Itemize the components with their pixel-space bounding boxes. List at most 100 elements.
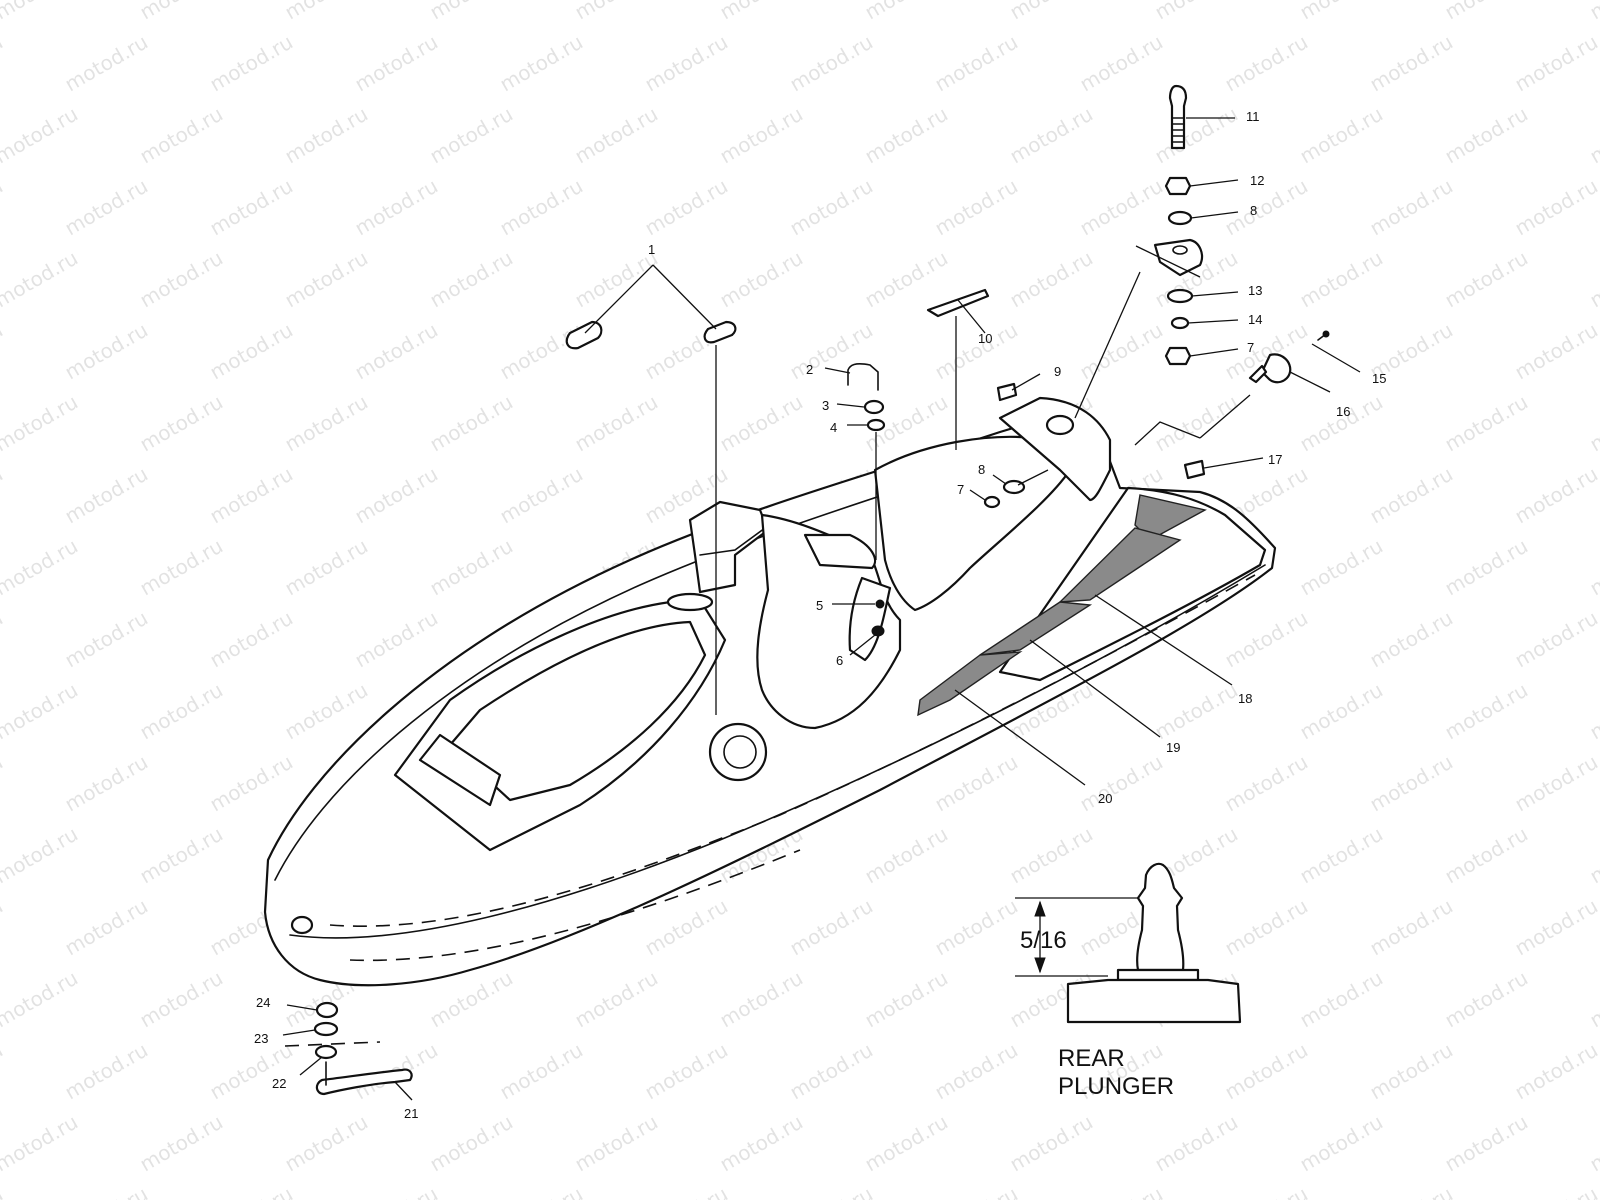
watermark-text: motod.ru xyxy=(716,246,807,313)
washer-8-top xyxy=(1167,210,1193,226)
callout-7-top: 7 xyxy=(1247,340,1254,355)
watermark-text: motod.ru xyxy=(136,678,227,745)
watermark-text: motod.ru xyxy=(641,30,732,97)
watermark-text: motod.ru xyxy=(496,174,587,241)
watermark-text: motod.ru xyxy=(1366,174,1457,241)
watermark-text: motod.ru xyxy=(0,246,82,313)
watermark-text: motod.ru xyxy=(861,102,952,169)
watermark-text: motod.ru xyxy=(931,174,1022,241)
watermark-text: motod.ru xyxy=(0,462,7,529)
watermark-text: motod.ru xyxy=(1221,1182,1312,1200)
watermark-text: motod.ru xyxy=(0,174,7,241)
handlebar-pod xyxy=(688,500,770,594)
watermark-text: motod.ru xyxy=(1076,1182,1167,1200)
watermark-text: motod.ru xyxy=(351,174,442,241)
callout-labels: 1 2 3 4 5 6 7 8 9 10 11 12 8 13 14 7 15 … xyxy=(254,109,1386,1121)
watermark-text: motod.ru xyxy=(0,102,82,169)
lockwasher-14 xyxy=(1170,316,1190,330)
watermark-text: motod.ru xyxy=(0,0,82,24)
grip-cap-right xyxy=(703,320,737,344)
watermark-text: motod.ru xyxy=(206,1182,297,1200)
watermark-text: motod.ru xyxy=(716,966,807,1033)
watermark-text: motod.ru xyxy=(931,30,1022,97)
mat-side xyxy=(917,651,1023,717)
nut-24 xyxy=(315,1001,339,1019)
parts xyxy=(284,84,1330,1096)
watermark-text: motod.ru xyxy=(1221,30,1312,97)
watermark-text: motod.ru xyxy=(351,30,442,97)
screw-5 xyxy=(875,599,885,609)
callout-20: 20 xyxy=(1098,791,1112,806)
watermark-text: motod.ru xyxy=(426,102,517,169)
watermark-text: motod.ru xyxy=(786,174,877,241)
watermark-text: motod.ru xyxy=(1441,390,1532,457)
watermark-text: motod.ru xyxy=(1586,246,1600,313)
callout-21: 21 xyxy=(404,1106,418,1121)
watermark-text: motod.ru xyxy=(786,894,877,961)
watermark-text: motod.ru xyxy=(1511,894,1600,961)
watermark-text: motod.ru xyxy=(136,102,227,169)
watermark-text: motod.ru xyxy=(496,1182,587,1200)
decal-17 xyxy=(1183,459,1206,480)
watermark-text: motod.ru xyxy=(1006,0,1097,24)
watermark-text: motod.ru xyxy=(281,1110,372,1177)
callout-24: 24 xyxy=(256,995,270,1010)
watermark-text: motod.ru xyxy=(1441,0,1532,24)
callout-7-deck: 7 xyxy=(957,482,964,497)
watermark-text: motod.ru xyxy=(206,318,297,385)
watermark-text: motod.ru xyxy=(136,1110,227,1177)
watermark-text: motod.ru xyxy=(1296,102,1387,169)
dimension-arrow-top xyxy=(1034,900,1046,917)
watermark-text: motod.ru xyxy=(1511,30,1600,97)
callout-9: 9 xyxy=(1054,364,1061,379)
watermark-text: motod.ru xyxy=(0,606,7,673)
watermark-text: motod.ru xyxy=(1296,678,1387,745)
watermark-text: motod.ru xyxy=(1296,822,1387,889)
watermark-text: motod.ru xyxy=(281,102,372,169)
watermark-text: motod.ru xyxy=(1586,678,1600,745)
nut-6 xyxy=(871,625,885,637)
watermark-text: motod.ru xyxy=(1366,30,1457,97)
callout-12: 12 xyxy=(1250,173,1264,188)
watermark-text: motod.ru xyxy=(1586,390,1600,457)
washer-13 xyxy=(1166,288,1194,304)
rear-tower xyxy=(998,396,1112,502)
watermark-text: motod.ru xyxy=(0,318,7,385)
washer-22 xyxy=(314,1044,338,1060)
watermark-text: motod.ru xyxy=(861,822,952,889)
watermark-text: motod.ru xyxy=(1511,174,1600,241)
storage-plate xyxy=(848,576,892,662)
watermark-text: motod.ru xyxy=(0,966,82,1033)
watermark-text: motod.ru xyxy=(786,318,877,385)
watermark-text: motod.ru xyxy=(0,894,7,961)
watermark-text: motod.ru xyxy=(1151,1110,1242,1177)
dimension-arrow-bottom xyxy=(1034,957,1046,974)
watermark-text: motod.ru xyxy=(786,1182,877,1200)
watermark-text: motod.ru xyxy=(0,1110,82,1177)
detail-title-line2: PLUNGER xyxy=(1058,1073,1174,1100)
watermark-text: motod.ru xyxy=(1441,102,1532,169)
watermark-text: motod.ru xyxy=(426,390,517,457)
watermark-text: motod.ru xyxy=(1296,534,1387,601)
rear-cap-port xyxy=(1045,414,1075,436)
watermark-text: motod.ru xyxy=(1511,1038,1600,1105)
watermark-text: motod.ru xyxy=(0,750,7,817)
watermark-text: motod.ru xyxy=(641,1182,732,1200)
watermark-text: motod.ru xyxy=(426,246,517,313)
hatch-step xyxy=(418,733,502,807)
leader-lines xyxy=(282,117,1361,1101)
tower-cap xyxy=(803,533,877,570)
watermark-text: motod.ru xyxy=(1076,30,1167,97)
watermark-text: motod.ru xyxy=(0,534,82,601)
watermark-text: motod.ru xyxy=(1366,606,1457,673)
watermark-text: motod.ru xyxy=(1296,1110,1387,1177)
watermark-text: motod.ru xyxy=(0,1182,7,1200)
watermark-text: motod.ru xyxy=(1511,606,1600,673)
watermark-text: motod.ru xyxy=(136,0,227,24)
watermark-text: motod.ru xyxy=(61,30,152,97)
watermark-text: motod.ru xyxy=(61,606,152,673)
mat-front xyxy=(1058,527,1182,603)
callout-23: 23 xyxy=(254,1031,268,1046)
watermark-text: motod.ru xyxy=(496,1038,587,1105)
